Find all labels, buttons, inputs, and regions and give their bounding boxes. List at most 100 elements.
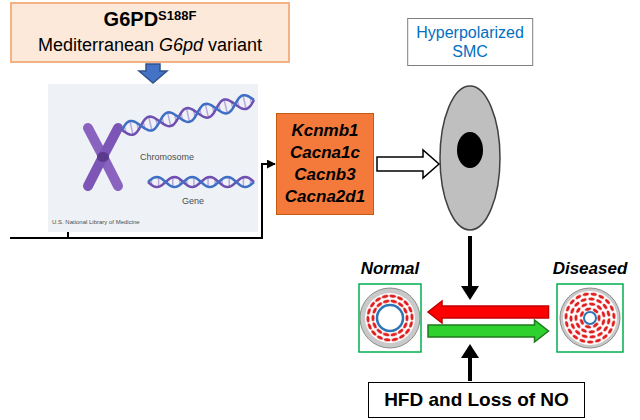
centromere	[97, 152, 109, 162]
smooth-muscle-cell-icon	[404, 327, 411, 335]
text-line: Mediterranean G6pd variant	[38, 33, 262, 58]
dna-strand	[148, 177, 254, 187]
smooth-muscle-cell-icon	[574, 314, 578, 321]
reversal-arrow	[428, 301, 549, 323]
smooth-muscle-cell-icon	[408, 321, 414, 329]
gene-box: Kcnmb1Cacna1cCacnb3Cacna2d1	[276, 113, 374, 215]
cell-label: Hyperpolarized SMC	[416, 23, 524, 61]
vessel-section: Normal	[355, 258, 425, 358]
smooth-muscle-cell: Hyperpolarized SMC	[440, 18, 500, 232]
base-pair	[149, 117, 152, 131]
smooth-muscle-cell-icon	[396, 295, 404, 301]
smooth-muscle-cell-icon	[366, 308, 372, 316]
vessel-section: Diseased	[552, 258, 629, 358]
smooth-muscle-cell-icon	[594, 338, 602, 344]
smooth-muscle-cell-icon	[569, 298, 576, 305]
smooth-muscle-cell-icon	[398, 333, 406, 340]
lumen	[377, 305, 403, 331]
picture-label: U.S. National Library of Medicine	[52, 219, 140, 225]
smooth-muscle-cell-icon	[376, 334, 384, 340]
smooth-muscle-layer	[366, 294, 414, 342]
smooth-muscle-cell-icon	[588, 297, 595, 301]
smooth-muscle-cell-icon	[590, 292, 597, 297]
text-block: HFD and Loss of NO	[384, 388, 569, 413]
smooth-muscle-cell-icon	[381, 294, 389, 299]
variant-box: G6PDS188FMediterranean G6pd variant	[10, 2, 290, 63]
text-line: Cacna2d1	[285, 186, 365, 208]
smooth-muscle-cell-icon	[569, 307, 575, 315]
vessel-frame	[557, 284, 623, 352]
smooth-muscle-cell-icon	[575, 322, 582, 330]
smooth-muscle-cell-icon	[612, 312, 616, 319]
box-label: Kcnmb1	[291, 121, 358, 140]
effect-arrow-head	[461, 286, 479, 300]
text-block: G6PDS188FMediterranean G6pd variant	[38, 7, 262, 58]
smooth-muscle-cell-icon	[410, 313, 414, 320]
smooth-muscle-cell-icon	[374, 296, 382, 303]
smooth-muscle-cell-icon	[597, 315, 601, 322]
connector-group	[68, 64, 549, 342]
dna-helix	[122, 95, 254, 187]
smooth-muscle-cell-icon	[601, 333, 609, 340]
box-label: G6PD	[104, 8, 158, 30]
flow-arrow	[139, 64, 167, 83]
lumen	[584, 312, 596, 324]
progression-arrow	[428, 320, 549, 342]
smooth-muscle-cell-icon	[589, 335, 596, 339]
chromosome-illustration	[48, 84, 258, 232]
smooth-muscle-cell-icon	[391, 337, 399, 342]
heading-row: Diseased	[552, 258, 629, 280]
text-block: Kcnmb1Cacna1cCacnb3Cacna2d1	[285, 120, 365, 208]
smooth-muscle-cell-icon	[575, 294, 583, 300]
text-line: HFD and Loss of NO	[384, 388, 569, 413]
base-pair	[243, 95, 246, 109]
smooth-muscle-cell-icon	[601, 318, 606, 326]
box-label: Cacna2d1	[285, 187, 365, 206]
smooth-muscle-cell-icon	[382, 332, 390, 337]
smooth-muscle-cell-icon	[596, 304, 603, 311]
smooth-muscle-cell-icon	[606, 310, 611, 317]
text-line: Kcnmb1	[285, 120, 365, 142]
base-pair	[168, 112, 171, 126]
base-pair	[205, 104, 208, 118]
smooth-muscle-cell-icon	[390, 299, 398, 304]
cell-nucleus	[457, 132, 483, 168]
smooth-muscle-cell-icon	[588, 330, 595, 334]
smooth-muscle-cell-icon	[369, 301, 376, 309]
smooth-muscle-cell-icon	[609, 304, 615, 312]
effect-arrow-head	[461, 344, 479, 358]
smooth-muscle-cell-icon	[565, 305, 571, 313]
state-heading: Normal	[361, 259, 420, 278]
box-label: Mediterranean G6pd variant	[38, 35, 262, 55]
smooth-muscle-cell-icon	[606, 318, 611, 325]
media-ground	[365, 293, 415, 343]
text-block: Normal	[361, 258, 420, 280]
text-block: Diseased	[553, 258, 628, 280]
dna-strand	[148, 177, 254, 187]
smooth-muscle-cell-icon	[581, 334, 589, 339]
smooth-muscle-cell-icon	[575, 306, 582, 314]
chromatid	[88, 128, 118, 186]
label-box: Hyperpolarized SMC	[407, 18, 533, 66]
smooth-muscle-cell-icon	[390, 332, 398, 337]
smooth-muscle-cell-icon	[382, 299, 390, 304]
italic-word: G6pd	[159, 35, 203, 55]
smooth-muscle-cell-icon	[604, 298, 611, 305]
smooth-muscle-cell-icon	[580, 328, 588, 334]
adventitia	[360, 288, 420, 348]
dna-strand	[122, 95, 254, 130]
smooth-muscle-cell-icon	[564, 313, 568, 320]
media-ground	[563, 291, 617, 345]
chromatid	[88, 128, 118, 186]
adventitia	[560, 288, 620, 348]
smooth-muscle-cell-icon	[370, 329, 378, 337]
box-label: HFD and Loss of NO	[384, 389, 569, 410]
smooth-muscle-layer	[564, 292, 616, 344]
smooth-muscle-cell-icon	[607, 327, 614, 335]
smooth-muscle-cell-icon	[402, 299, 410, 307]
effect-arrow-shaft	[468, 236, 472, 288]
condition-box: HFD and Loss of NO	[368, 382, 585, 418]
vessel-frame	[359, 284, 421, 352]
